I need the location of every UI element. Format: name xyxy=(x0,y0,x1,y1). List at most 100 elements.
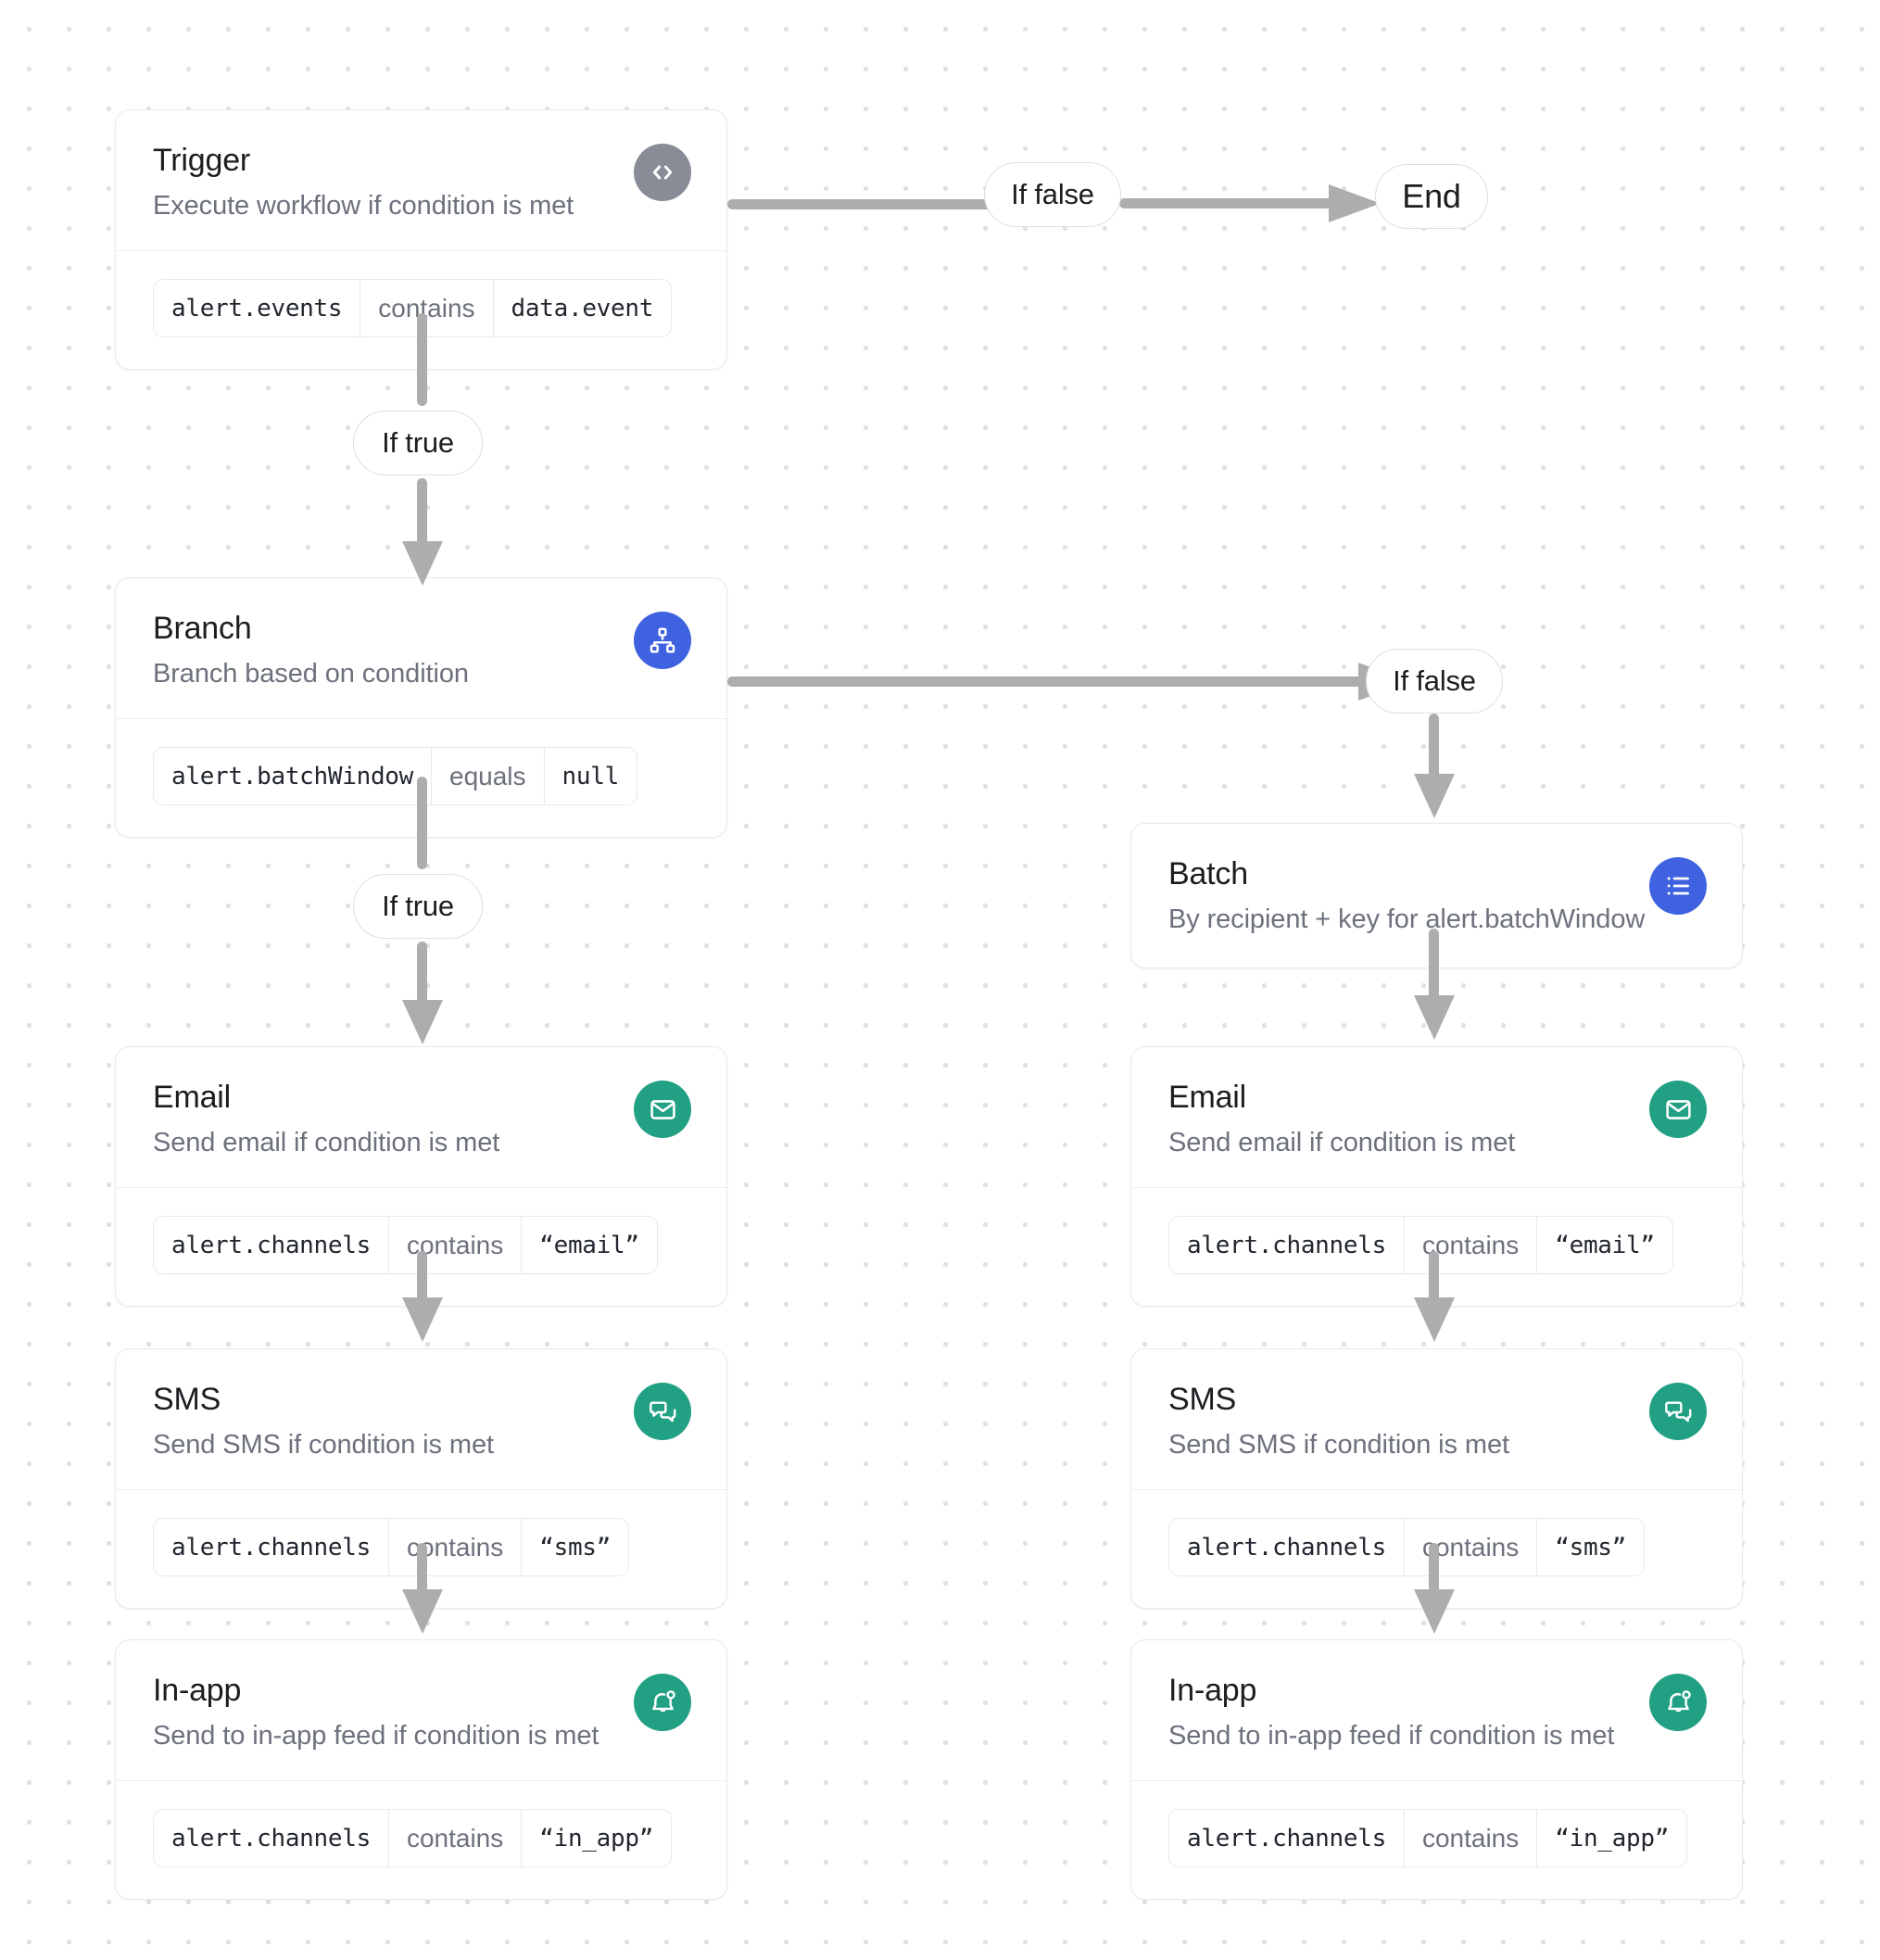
node-header: Branch Branch based on condition xyxy=(116,578,726,718)
code-brackets-icon xyxy=(634,144,691,201)
condition-pill[interactable]: alert.channels contains “sms” xyxy=(1168,1518,1646,1577)
condition-field: alert.channels xyxy=(1187,1533,1386,1562)
edge-trigger-to-iftrue xyxy=(411,313,434,411)
node-header: SMS Send SMS if condition is met xyxy=(116,1349,726,1489)
end-node-label: End xyxy=(1402,177,1461,215)
condition-field: alert.channels xyxy=(171,1231,371,1259)
node-header: In-app Send to in-app feed if condition … xyxy=(1131,1640,1742,1780)
edge-trigger-to-iffalse xyxy=(727,195,1005,213)
node-subtitle: Send email if condition is met xyxy=(1168,1128,1516,1158)
edge-label-text: If false xyxy=(1011,178,1094,210)
end-node[interactable]: End xyxy=(1375,164,1488,229)
edge-iftrue-to-email-left xyxy=(398,942,447,1053)
node-title: Batch xyxy=(1168,856,1248,891)
envelope-icon xyxy=(1649,1081,1707,1138)
divider xyxy=(116,249,726,252)
hierarchy-icon xyxy=(634,612,691,669)
condition-value: “in_app” xyxy=(1555,1824,1670,1853)
edge-label-branch-if-false[interactable]: If false xyxy=(1366,649,1503,714)
node-header: Batch By recipient + key for alert.batch… xyxy=(1131,824,1742,967)
node-body: alert.events contains data.event xyxy=(116,251,726,369)
node-subtitle: Execute workflow if condition is met xyxy=(153,191,574,221)
edge-iftrue-to-branch xyxy=(398,478,447,589)
node-branch[interactable]: Branch Branch based on condition alert.b… xyxy=(115,577,727,839)
node-subtitle: Send email if condition is met xyxy=(153,1128,500,1158)
edge-label-text: If false xyxy=(1393,664,1476,697)
condition-pill[interactable]: alert.events contains data.event xyxy=(153,279,673,338)
condition-pill[interactable]: alert.channels contains “in_app” xyxy=(1168,1809,1688,1868)
condition-value: “sms” xyxy=(1555,1533,1627,1562)
edge-batch-to-email-right xyxy=(1410,929,1458,1049)
node-subtitle: Send SMS if condition is met xyxy=(153,1430,494,1461)
edge-label-text: If true xyxy=(382,426,454,459)
condition-value: “sms” xyxy=(539,1533,612,1562)
node-title: Branch xyxy=(153,611,252,646)
node-subtitle: Send SMS if condition is met xyxy=(1168,1430,1509,1461)
node-header: In-app Send to in-app feed if condition … xyxy=(116,1640,726,1780)
edge-branch-to-iffalse xyxy=(727,660,1413,704)
node-body: alert.channels contains “in_app” xyxy=(1131,1781,1742,1899)
node-subtitle: Branch based on condition xyxy=(153,659,469,689)
divider xyxy=(116,1779,726,1782)
node-email-right[interactable]: Email Send email if condition is met ale… xyxy=(1130,1046,1743,1308)
edge-email-to-sms-left xyxy=(398,1251,447,1348)
condition-operator: contains xyxy=(387,1810,523,1867)
node-inapp-right[interactable]: In-app Send to in-app feed if condition … xyxy=(1130,1639,1743,1901)
condition-pill[interactable]: alert.batchWindow equals null xyxy=(153,747,637,806)
node-subtitle: By recipient + key for alert.batchWindow xyxy=(1168,904,1646,935)
node-title: SMS xyxy=(153,1382,221,1417)
divider xyxy=(116,1186,726,1189)
node-title: In-app xyxy=(153,1673,242,1708)
chat-bubbles-icon xyxy=(1649,1383,1707,1440)
edge-sms-to-inapp-left xyxy=(398,1543,447,1640)
condition-value: “email” xyxy=(1555,1231,1655,1259)
chat-bubbles-icon xyxy=(634,1383,691,1440)
condition-pill[interactable]: alert.channels contains “in_app” xyxy=(153,1809,673,1868)
node-title: SMS xyxy=(1168,1382,1237,1417)
edge-label-branch-if-true[interactable]: If true xyxy=(353,874,483,939)
divider xyxy=(116,1488,726,1491)
condition-value: data.event xyxy=(511,294,654,322)
node-header: Email Send email if condition is met xyxy=(116,1047,726,1187)
condition-field: alert.events xyxy=(171,294,343,322)
node-header: Email Send email if condition is met xyxy=(1131,1047,1742,1187)
list-icon xyxy=(1649,857,1707,915)
node-title: Trigger xyxy=(153,143,251,178)
condition-value: null xyxy=(561,762,620,790)
condition-operator: contains xyxy=(1403,1810,1538,1867)
condition-field: alert.channels xyxy=(171,1824,371,1853)
condition-operator: equals xyxy=(431,748,545,805)
divider xyxy=(1131,1186,1742,1189)
divider xyxy=(1131,1779,1742,1782)
node-trigger[interactable]: Trigger Execute workflow if condition is… xyxy=(115,109,727,371)
condition-field: alert.batchWindow xyxy=(171,762,414,790)
edge-label-text: If true xyxy=(382,890,454,922)
node-header: Trigger Execute workflow if condition is… xyxy=(116,110,726,250)
node-body: alert.channels contains “email” xyxy=(1131,1188,1742,1306)
node-subtitle: Send to in-app feed if condition is met xyxy=(153,1721,599,1751)
condition-value: “in_app” xyxy=(539,1824,654,1853)
node-body: alert.channels contains “in_app” xyxy=(116,1781,726,1899)
bell-dot-icon xyxy=(1649,1674,1707,1731)
condition-value: “email” xyxy=(539,1231,639,1259)
node-subtitle: Send to in-app feed if condition is met xyxy=(1168,1721,1615,1751)
node-title: Email xyxy=(153,1080,232,1115)
node-title: In-app xyxy=(1168,1673,1257,1708)
condition-pill[interactable]: alert.channels contains “email” xyxy=(1168,1216,1673,1275)
edge-label-trigger-if-true[interactable]: If true xyxy=(353,411,483,475)
edge-sms-to-inapp-right xyxy=(1410,1543,1458,1640)
condition-field: alert.channels xyxy=(171,1533,371,1562)
node-title: Email xyxy=(1168,1080,1247,1115)
edge-iffalse-to-batch xyxy=(1410,714,1458,825)
node-header: SMS Send SMS if condition is met xyxy=(1131,1349,1742,1489)
condition-field: alert.channels xyxy=(1187,1231,1386,1259)
divider xyxy=(116,717,726,720)
envelope-icon xyxy=(634,1081,691,1138)
condition-field: alert.channels xyxy=(1187,1824,1386,1853)
edge-label-trigger-if-false[interactable]: If false xyxy=(984,162,1121,227)
edge-email-to-sms-right xyxy=(1410,1251,1458,1348)
condition-pill[interactable]: alert.channels contains “sms” xyxy=(153,1518,630,1577)
node-inapp-left[interactable]: In-app Send to in-app feed if condition … xyxy=(115,1639,727,1901)
node-body: alert.channels contains “sms” xyxy=(1131,1490,1742,1608)
